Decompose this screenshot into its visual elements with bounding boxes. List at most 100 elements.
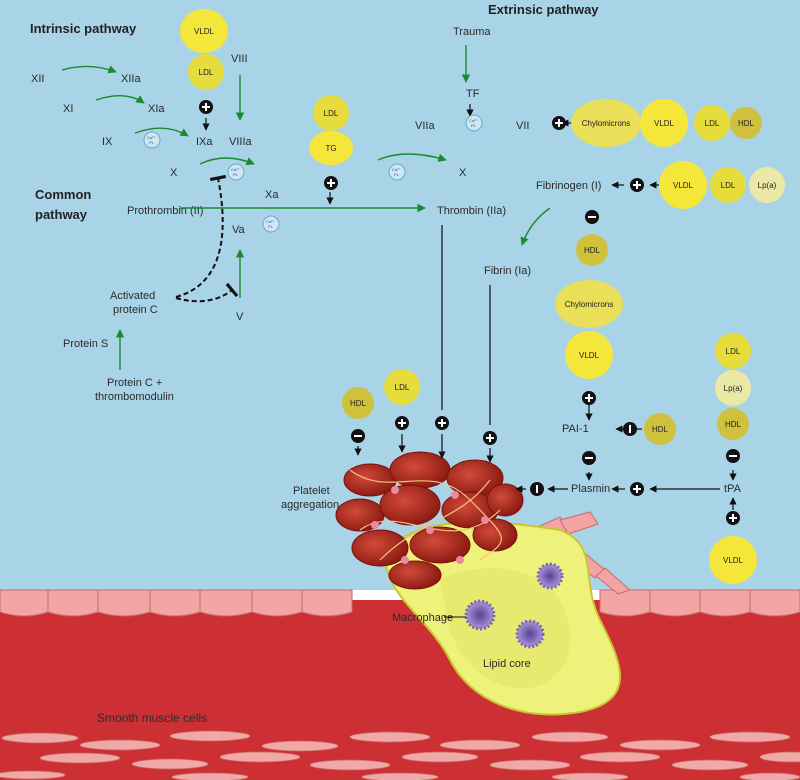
- svg-text:LDL: LDL: [199, 68, 214, 77]
- plaque: Macrophage Lipid core: [383, 521, 621, 716]
- factor-plasmin: Plasmin: [571, 483, 610, 495]
- factor-ix: IX: [102, 136, 113, 148]
- svg-text:VLDL: VLDL: [194, 27, 215, 36]
- vldl-tpa: VLDL: [709, 536, 757, 584]
- minus-icon: [351, 429, 365, 443]
- factor-prothrombin: Prothrombin (II): [127, 205, 203, 217]
- svg-text:Chylomicrons: Chylomicrons: [565, 300, 613, 309]
- lipoproteins: VLDL LDL LDL TG Chylomicrons VLDL LDL HD…: [180, 9, 785, 584]
- factor-x-left: X: [170, 167, 178, 179]
- endothelium-cells: [0, 511, 800, 617]
- label-lipid-core: Lipid core: [483, 658, 531, 670]
- svg-text:PL: PL: [149, 140, 155, 145]
- regulation-badges: [199, 100, 740, 525]
- ldl-fib: LDL: [710, 167, 746, 203]
- svg-text:Lp(a): Lp(a): [724, 384, 743, 393]
- svg-text:Lp(a): Lp(a): [758, 181, 777, 190]
- black-arrows: [202, 104, 737, 510]
- factor-viiia: VIIIa: [229, 136, 253, 148]
- plus-icon: [630, 482, 644, 496]
- lpa-fib: Lp(a): [749, 167, 785, 203]
- hdl-fib: HDL: [576, 234, 608, 266]
- lpa-tpa: Lp(a): [715, 370, 751, 406]
- plus-icon: [199, 100, 213, 114]
- hdl-pai: HDL: [644, 413, 676, 445]
- svg-text:VLDL: VLDL: [673, 181, 694, 190]
- label-apc-1: Activated: [110, 290, 155, 302]
- cofactor-1: Ca²⁺PL: [143, 131, 161, 149]
- ldl-top-intrinsic: LDL: [188, 54, 224, 90]
- factor-xiia: XIIa: [121, 73, 141, 85]
- hdl-vii: HDL: [730, 107, 762, 139]
- factor-viia: VIIa: [415, 120, 435, 132]
- label-protein-s: Protein S: [63, 338, 108, 350]
- label-platelet-2: aggregation: [281, 499, 339, 511]
- ldl-vii: LDL: [694, 105, 730, 141]
- minus-icon: [582, 451, 596, 465]
- label-protein-c-1: Protein C +: [107, 377, 162, 389]
- apc-inhibition: [175, 174, 239, 303]
- factor-xa: Xa: [265, 189, 279, 201]
- svg-text:PL: PL: [233, 172, 239, 177]
- label-macrophage: Macrophage: [392, 612, 453, 624]
- svg-text:VLDL: VLDL: [723, 556, 744, 565]
- inhibit-icon: [530, 482, 544, 496]
- plus-icon: [395, 416, 409, 430]
- tg-center: TG: [309, 131, 353, 165]
- title-common-1: Common: [35, 187, 91, 202]
- factor-viii: VIII: [231, 53, 248, 65]
- svg-text:HDL: HDL: [738, 119, 755, 128]
- plus-icon: [483, 431, 497, 445]
- plus-icon: [435, 416, 449, 430]
- svg-text:HDL: HDL: [725, 420, 742, 429]
- chylo-vii: Chylomicrons: [571, 99, 641, 147]
- factor-xia: XIa: [148, 103, 165, 115]
- label-smooth-muscle: Smooth muscle cells: [97, 711, 207, 725]
- macrophage-icon: [464, 562, 564, 649]
- platelet-clot: Platelet aggregation: [281, 451, 524, 590]
- svg-text:PL: PL: [268, 224, 274, 229]
- svg-text:VLDL: VLDL: [654, 119, 675, 128]
- factor-v: V: [236, 311, 244, 323]
- ldl-tpa: LDL: [715, 333, 751, 369]
- cofactor-2: Ca²⁺PL: [227, 163, 245, 181]
- title-common-2: pathway: [35, 207, 88, 222]
- svg-text:Ca²⁺: Ca²⁺: [231, 167, 240, 172]
- factor-ixa: IXa: [196, 136, 213, 148]
- svg-text:LDL: LDL: [721, 181, 736, 190]
- title-intrinsic: Intrinsic pathway: [30, 21, 137, 36]
- vldl-vii: VLDL: [640, 99, 688, 147]
- svg-text:HDL: HDL: [584, 246, 601, 255]
- svg-text:Chylomicrons: Chylomicrons: [582, 119, 630, 128]
- svg-text:VLDL: VLDL: [579, 351, 600, 360]
- factor-va: Va: [232, 224, 246, 236]
- minus-icon: [585, 210, 599, 224]
- factor-vii: VII: [516, 120, 529, 132]
- vldl-fib: VLDL: [659, 161, 707, 209]
- plus-icon: [324, 176, 338, 190]
- svg-text:Ca²⁺: Ca²⁺: [266, 219, 275, 224]
- minus-icon: [726, 449, 740, 463]
- plus-icon: [726, 511, 740, 525]
- factor-xii: XII: [31, 73, 44, 85]
- vldl-pai: VLDL: [565, 331, 613, 379]
- svg-text:TG: TG: [325, 144, 336, 153]
- svg-text:LDL: LDL: [726, 347, 741, 356]
- cofactor-3: Ca²⁺PL: [262, 215, 280, 233]
- vldl-top-intrinsic: VLDL: [180, 9, 228, 53]
- svg-text:HDL: HDL: [350, 399, 367, 408]
- svg-text:LDL: LDL: [705, 119, 720, 128]
- cofactor-ca-pl: Ca²⁺PL Ca²⁺PL Ca²⁺PL Ca²⁺PL Ca²⁺PL: [143, 114, 483, 233]
- factor-tpa: tPA: [724, 483, 742, 495]
- svg-text:Ca²⁺: Ca²⁺: [147, 135, 156, 140]
- factor-thrombin: Thrombin (IIa): [437, 205, 506, 217]
- svg-text:HDL: HDL: [652, 425, 669, 434]
- plus-icon: [552, 116, 566, 130]
- smooth-muscle-layer: [0, 730, 800, 780]
- plus-icon: [630, 178, 644, 192]
- factor-trauma: Trauma: [453, 26, 491, 38]
- chylo-pai: Chylomicrons: [555, 280, 623, 328]
- label-protein-c-2: thrombomodulin: [95, 391, 174, 403]
